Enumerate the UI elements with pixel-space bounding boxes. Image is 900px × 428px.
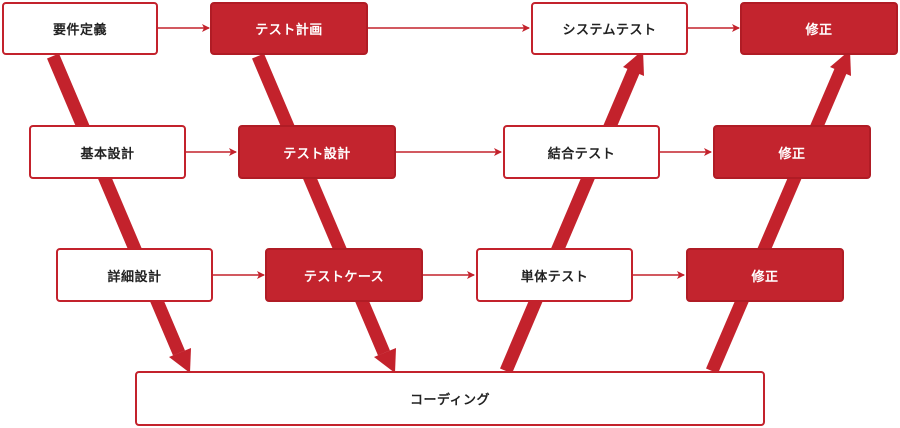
integration-test-label: 結合テスト (547, 146, 616, 162)
basic-design-box: 基本設計 (29, 125, 186, 179)
thick-arrows-up (500, 50, 851, 374)
test-design-box: テスト設計 (238, 125, 396, 179)
fix-middle-label: 修正 (778, 146, 806, 162)
unit-test-label: 単体テスト (520, 269, 589, 285)
fix-top-label: 修正 (805, 23, 833, 38)
arrow-requirements-to-coding (47, 53, 185, 356)
arrow-coding-to-system-test (500, 67, 640, 374)
fix-middle-box: 修正 (713, 125, 871, 179)
thick-arrows-down (47, 53, 396, 373)
detailed-design-label: 詳細設計 (107, 269, 162, 285)
integration-test-box: 結合テスト (503, 125, 660, 179)
arrow-testplan-to-coding-head (374, 348, 396, 373)
requirements-box: 要件定義 (2, 2, 158, 55)
arrow-requirements-to-coding-head (169, 348, 191, 373)
system-test-box: システムテスト (531, 2, 688, 55)
system-test-label: システムテスト (562, 23, 657, 38)
coding-label: コーディング (409, 393, 491, 408)
arrow-coding-to-fix-head (830, 50, 851, 76)
fix-top-box: 修正 (740, 2, 898, 55)
coding-box: コーディング (135, 371, 765, 426)
test-plan-label: テスト計画 (255, 23, 323, 38)
thin-arrows (158, 24, 740, 279)
fix-bottom-label: 修正 (751, 269, 779, 285)
basic-design-label: 基本設計 (80, 146, 135, 162)
unit-test-box: 単体テスト (476, 248, 633, 302)
test-plan-box: テスト計画 (210, 2, 368, 55)
test-case-box: テストケース (265, 248, 423, 302)
arrow-testplan-to-coding (252, 53, 390, 356)
requirements-label: 要件定義 (52, 23, 107, 38)
test-design-label: テスト設計 (283, 146, 351, 162)
arrow-coding-to-fix (706, 67, 847, 374)
fix-bottom-box: 修正 (686, 248, 844, 302)
detailed-design-box: 詳細設計 (56, 248, 213, 302)
arrow-coding-to-system-test-head (623, 50, 644, 76)
test-case-label: テストケース (303, 269, 385, 285)
